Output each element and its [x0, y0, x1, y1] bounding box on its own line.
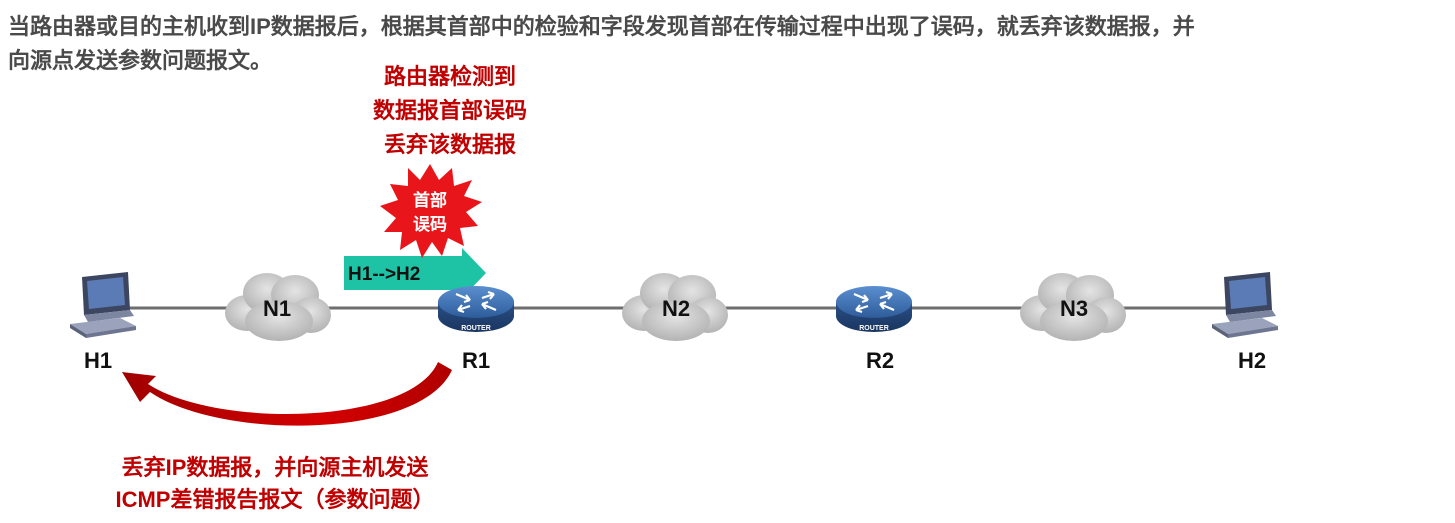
note-line-2: ICMP差错报告报文（参数问题）: [115, 487, 435, 512]
r2-router-tag: ROUTER: [859, 325, 889, 332]
h1-label: H1: [84, 348, 112, 373]
description-line-2: 向源点发送参数问题报文。: [8, 48, 273, 73]
r1-label: R1: [462, 348, 490, 373]
h2-computer-icon: [1212, 272, 1278, 338]
n2-cloud-icon: [622, 273, 728, 341]
n2-label: N2: [662, 296, 690, 321]
description-line-1: 当路由器或目的主机收到IP数据报后，根据其首部中的检验和字段发现首部在传输过程中…: [8, 14, 1195, 39]
h2-label: H2: [1238, 348, 1266, 373]
error-burst-icon: 首部 误码: [380, 164, 482, 258]
n3-label: N3: [1060, 296, 1088, 321]
packet-arrow: H1-->H2: [344, 248, 486, 298]
r2-router-icon: ROUTER: [836, 286, 912, 332]
r1-router-icon: ROUTER: [438, 286, 514, 332]
callout-line-1: 路由器检测到: [383, 64, 516, 89]
description-text: 当路由器或目的主机收到IP数据报后，根据其首部中的检验和字段发现首部在传输过程中…: [8, 10, 1448, 78]
router-detect-callout: 路由器检测到 数据报首部误码 丢弃该数据报: [340, 60, 560, 162]
note-line-1: 丢弃IP数据报，并向源主机发送: [121, 455, 429, 480]
icmp-report-note: 丢弃IP数据报，并向源主机发送 ICMP差错报告报文（参数问题）: [70, 452, 480, 516]
burst-line-2: 误码: [413, 215, 447, 234]
n1-cloud-icon: [225, 273, 331, 341]
burst-line-1: 首部: [413, 190, 447, 210]
h1-computer-icon: [70, 272, 136, 338]
n3-cloud-icon: [1020, 273, 1126, 341]
icmp-return-arrow: [122, 362, 452, 426]
callout-line-2: 数据报首部误码: [372, 98, 527, 123]
callout-line-3: 丢弃该数据报: [383, 132, 516, 157]
r2-label: R2: [866, 348, 894, 373]
r1-router-tag: ROUTER: [461, 325, 491, 332]
n1-label: N1: [263, 296, 291, 321]
packet-label: H1-->H2: [348, 264, 420, 285]
